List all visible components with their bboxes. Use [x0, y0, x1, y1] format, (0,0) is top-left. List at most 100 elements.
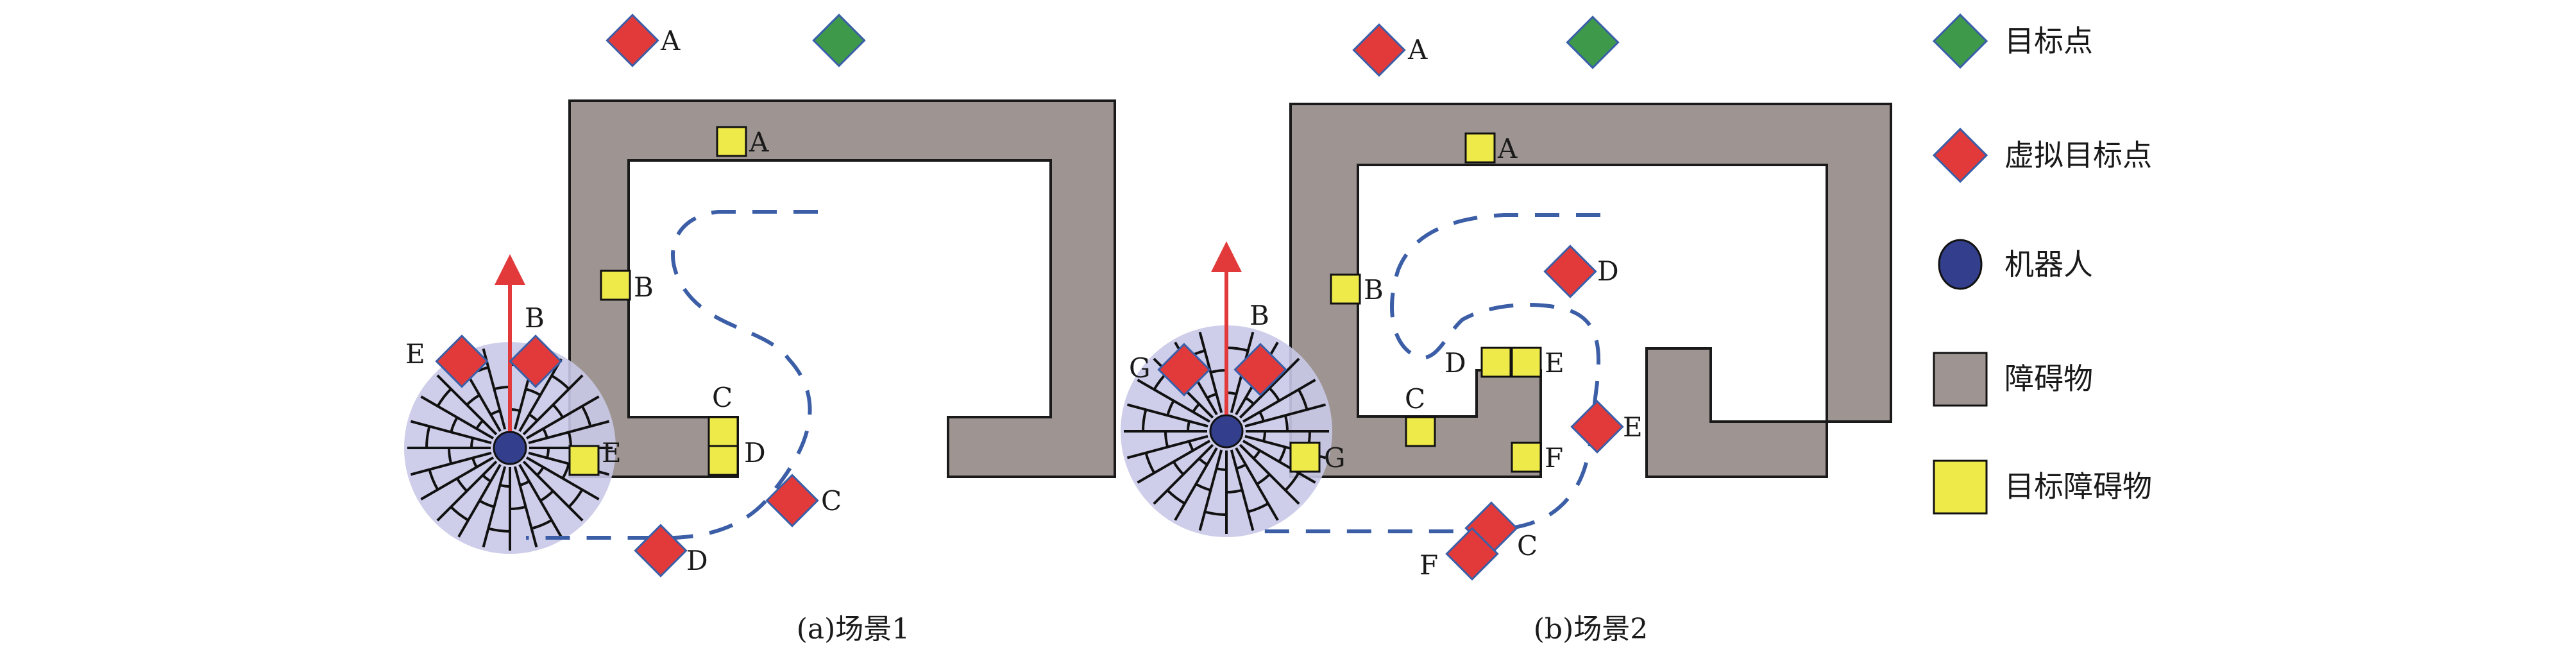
scene-a-obstacle-label-a: A [749, 126, 769, 158]
scene-a-sensor-arc [470, 437, 474, 449]
scene-b-planned-path [1264, 213, 1601, 533]
scene-b-sensor-arc [1258, 411, 1265, 422]
scene-a-target-obstacle-e [568, 445, 600, 476]
scene-b-virtual-goal-g [1157, 343, 1211, 397]
scene-a-target-obstacle-b [600, 270, 631, 301]
scene-b-sensor-arc [1186, 420, 1191, 432]
scene-b-sensor-arc [1166, 400, 1175, 416]
scene-b-target-obstacle-d [1480, 347, 1512, 378]
scene-a-sensor-arc [450, 416, 459, 433]
scene-b-sensor-arc [1164, 431, 1169, 448]
scene-b-sensor-arc [1166, 489, 1186, 505]
scene-b-target-obstacle-e [1511, 347, 1542, 378]
scene-a-virtual-label-c: C [821, 485, 842, 517]
scene-b-goal [1566, 15, 1620, 69]
scene-a-sensor-arc [471, 457, 478, 468]
scene-a-virtual-goal-d [634, 524, 688, 578]
scene-b-target-obstacle-f [1511, 442, 1542, 473]
scene-b-obstacle-label-g: G [1324, 442, 1346, 474]
scene-b-obstacle-label-e: E [1545, 347, 1564, 379]
scene-b-sensor-arc [1144, 452, 1156, 474]
scene-b-obstacle-label-c: C [1405, 383, 1425, 415]
scene-b-sensor-arc [1284, 472, 1300, 492]
scene-b-sensor-arc [1256, 473, 1271, 486]
scene-b-sensor-arc [1226, 488, 1243, 493]
scene-b-sensor-arc [1248, 502, 1269, 513]
scene-b-sensor-arc [1278, 447, 1287, 463]
scene-a-sensor-arc [448, 447, 453, 465]
scene-a-virtual-goal-c [765, 474, 819, 528]
scene-a-sensor-arc [519, 480, 530, 486]
scene-b-sensor-arc [1262, 431, 1267, 442]
scene-b-sensor-arc [1284, 415, 1289, 432]
scene-b-sensor-arc [1204, 510, 1227, 516]
legend-robot-label: 机器人 [2004, 247, 2093, 282]
scene-a-target-obstacle-c [708, 416, 739, 447]
scene-a-sensor-arc [466, 393, 480, 406]
scene-a-robot [493, 431, 527, 465]
scene-b-sensor-ray [1235, 447, 1279, 521]
scene-b-sensor-arc [1235, 463, 1246, 470]
scene-b-virtual-label-e: E [1623, 411, 1643, 443]
scene-a-virtual-goal-e [435, 334, 489, 388]
legend: 目标点 虚拟目标点 机器人 障碍物 目标障碍物 [1932, 13, 2152, 515]
scene-a-obstacle-label-b: B [634, 271, 654, 303]
scene-a-sensor-arc [539, 490, 554, 502]
scene-b-sensor-arc [1188, 440, 1194, 452]
scene-a-sensor-arc [436, 388, 452, 408]
scene-a-obstacle-label-d: D [744, 437, 766, 468]
scene-b-caption: (b)场景2 [1534, 613, 1648, 646]
legend-target-obstacle-icon [1933, 459, 1988, 515]
scene-a-obstacle-label-e: E [602, 437, 622, 468]
scene-a-sensor-arc [550, 374, 570, 390]
scene-a-sensor-arc [428, 469, 439, 490]
scene-b-robot-group [1121, 241, 1332, 537]
scene-b-virtual-goal-b [1233, 343, 1287, 397]
scene-a-sensor-arc [479, 499, 495, 508]
scene-a-sensor-ray [525, 395, 600, 440]
scene-a-sensor-ray [518, 463, 563, 538]
scene-b-sensor-arc [1244, 397, 1255, 406]
scene-b-target-obstacle-a [1464, 132, 1496, 164]
scene-b-sensor-arc [1268, 387, 1281, 402]
scene-b-sensor-arc [1192, 403, 1201, 413]
scene-b-sensor-ray [1242, 440, 1316, 484]
scene-a-sensor-arc [552, 404, 564, 418]
scene-a-virtual-label-b: B [525, 302, 545, 334]
scene-a-sensor-arc [425, 425, 431, 449]
scene-a-sensor-arc [536, 466, 545, 476]
scene-b-target-obstacle-c [1405, 416, 1436, 447]
scene-b-virtual-label-d: D [1597, 255, 1619, 287]
scene-b-obstacle-label-f: F [1545, 442, 1563, 474]
scene-b-sensor-arc [1195, 483, 1211, 492]
scene-a-virtual-label-a: A [660, 25, 681, 56]
scene-a-sensor-arc [482, 474, 492, 483]
scene-a-sensor-arc [542, 428, 548, 439]
scene-b-target-obstacle-g [1289, 442, 1321, 473]
scene-a-virtual-goal-b [509, 334, 563, 388]
scene-b-virtual-goal-d [1543, 244, 1597, 298]
scene-b-target-obstacle-b [1330, 273, 1361, 305]
scene-b-sensor-arc [1142, 409, 1148, 432]
scene-b-sensor-arc [1297, 389, 1309, 410]
scene-b-virtual-goal-a [1352, 23, 1406, 77]
scene-a-sensor-arc [455, 477, 468, 492]
legend-goal-icon [1932, 13, 1988, 69]
scene-b-virtual-label-g: G [1129, 352, 1151, 384]
scene-a-obstacle-wall [568, 99, 1116, 478]
scene-a-caption: (a)场景1 [797, 613, 910, 646]
scene-a-sensor-arc [580, 406, 592, 427]
scene-b-sensor-arc [1207, 393, 1217, 399]
scene-b-virtual-label-c: C [1517, 530, 1538, 562]
scene-b-virtual-goal-f [1445, 527, 1499, 581]
scene-a-target-obstacle-a [716, 126, 747, 157]
scene-b-obstacle-block [1645, 347, 1828, 478]
scene-a-sensor-arc [487, 527, 511, 533]
scene-a-sensor-arc [450, 506, 470, 522]
legend-goal-label: 目标点 [2004, 24, 2093, 58]
scene-a-planned-path [526, 210, 818, 540]
scene-a-sensor-arc [475, 420, 484, 430]
scene-a-sensor-arc [499, 484, 511, 488]
scene-a-sensor-arc [525, 388, 541, 397]
